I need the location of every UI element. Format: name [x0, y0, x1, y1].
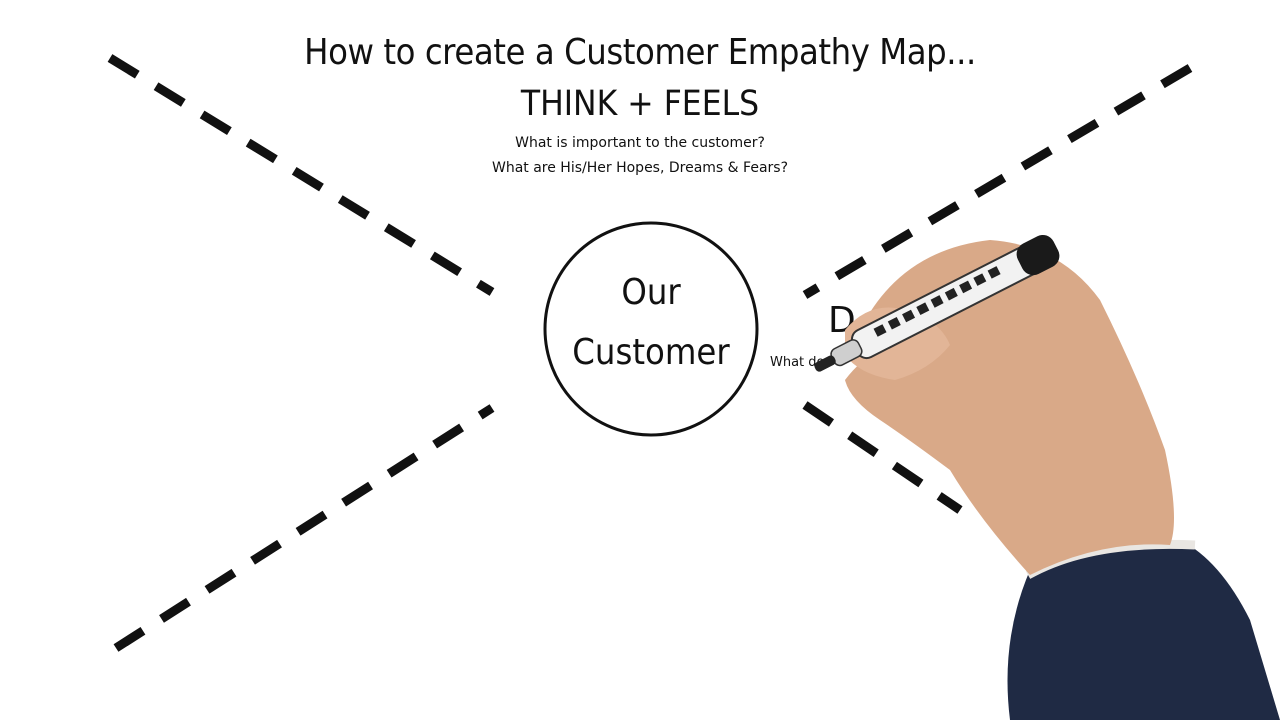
center-label-line-2: Customer [572, 332, 730, 373]
section-question-2: What are His/Her Hopes, Dreams & Fears? [491, 160, 789, 176]
dashed-line-top-right [802, 64, 1193, 299]
hand-shape [845, 240, 1174, 575]
center-label-line-1: Our [621, 272, 681, 313]
dashed-line-top-left [107, 54, 495, 296]
section-heading-think-feels: THINK + FEELS [520, 84, 760, 124]
dashed-line-bottom-left [113, 404, 495, 652]
page-title: How to create a Customer Empathy Map... [304, 32, 976, 73]
marker-pen [814, 234, 1060, 372]
dashed-line-bottom-right [802, 401, 963, 514]
customer-circle [543, 221, 759, 437]
section-question-1: What is important to the customer? [515, 135, 765, 151]
sleeve-shape [1007, 540, 1280, 720]
partial-section-question: What do [770, 355, 825, 370]
